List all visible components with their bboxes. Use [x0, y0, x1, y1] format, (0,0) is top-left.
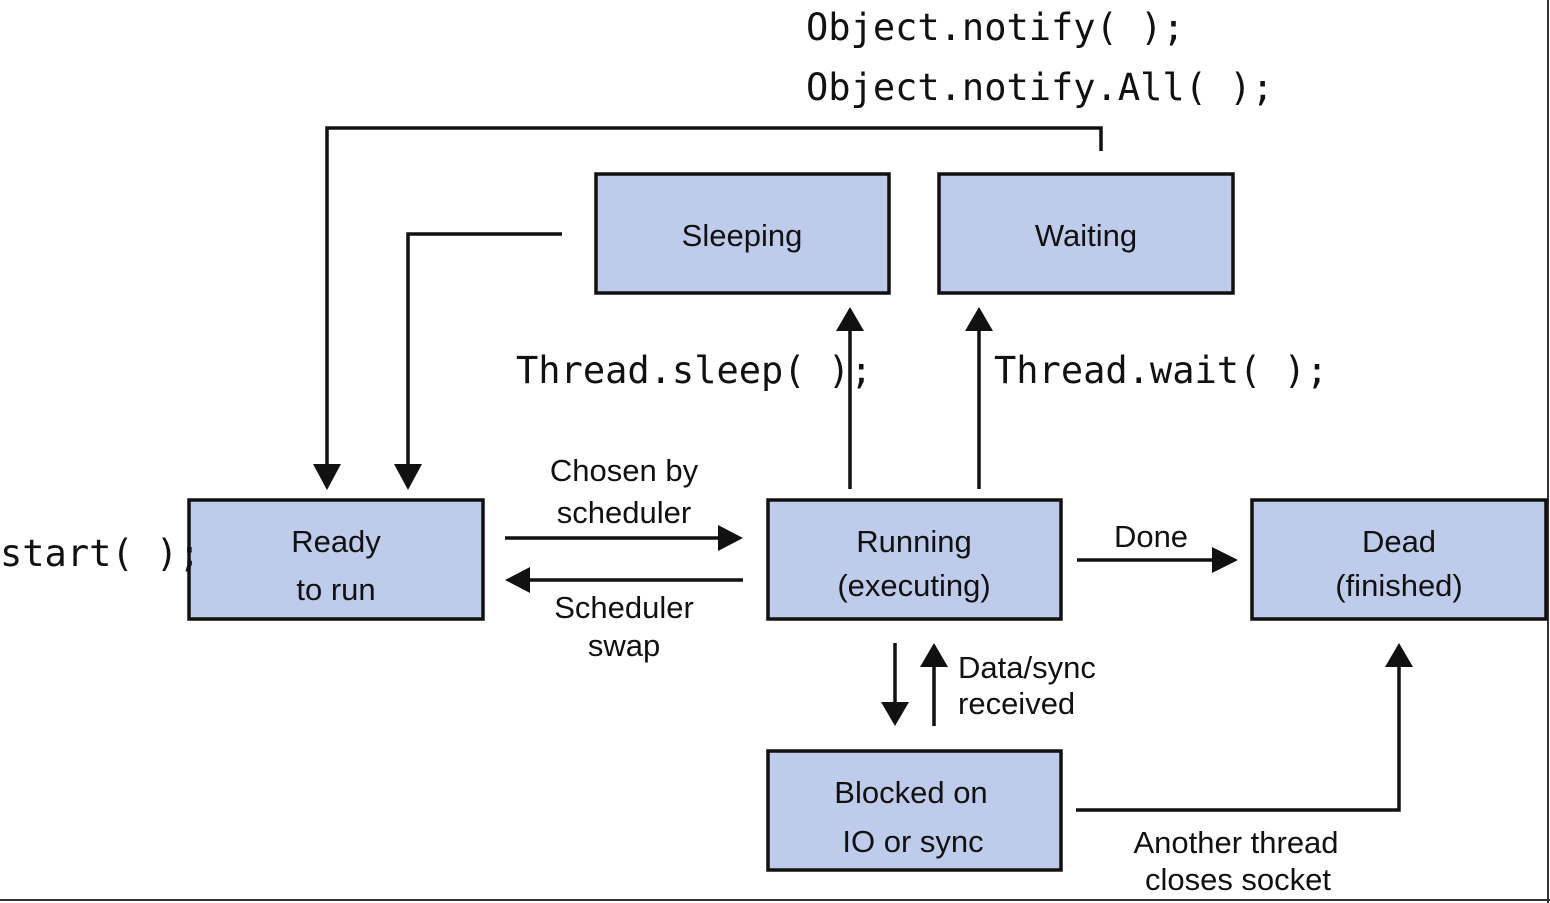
state-ready-label-line2: to run	[296, 572, 375, 607]
state-dead-label-line2: (finished)	[1335, 568, 1463, 603]
label-done: Done	[1114, 519, 1188, 554]
label-notify: Object.notify( );	[806, 6, 1185, 49]
arrowhead-chosen	[718, 525, 743, 551]
arrowhead-sleep	[836, 307, 864, 331]
state-waiting-label: Waiting	[1035, 218, 1137, 253]
edge-ready-to-running	[505, 525, 743, 551]
label-start: start( );	[0, 532, 200, 575]
state-waiting: Waiting	[937, 172, 1235, 295]
state-dead: Dead (finished)	[1250, 498, 1548, 621]
state-ready-label-line1: Ready	[291, 524, 381, 559]
label-swap-line1: Scheduler	[554, 590, 694, 625]
label-thread-wait: Thread.wait( );	[994, 349, 1328, 392]
arrowhead-socket-closed	[1385, 643, 1413, 667]
state-blocked-label-line2: IO or sync	[842, 824, 983, 859]
label-chosen-line2: scheduler	[557, 495, 691, 530]
arrowhead-swap	[505, 567, 530, 593]
edge-running-to-blocked	[881, 643, 909, 726]
edge-running-to-ready	[505, 567, 743, 593]
arrowhead-blocked-up	[920, 643, 948, 667]
arrowhead-notify	[313, 464, 341, 490]
edge-sleeping-to-ready	[394, 232, 562, 490]
state-running-label-line1: Running	[856, 524, 971, 559]
label-data-sync-line2: received	[958, 686, 1075, 721]
state-sleeping-label: Sleeping	[682, 218, 803, 253]
edge-blocked-to-dead	[1076, 643, 1413, 812]
state-sleeping: Sleeping	[594, 172, 891, 295]
label-another-thread-line1: Another thread	[1133, 825, 1338, 860]
label-thread-sleep: Thread.sleep( );	[516, 349, 872, 392]
arrowhead-wait	[965, 307, 993, 331]
edge-running-to-sleeping	[836, 307, 864, 489]
arrowhead-sleep-return	[394, 464, 422, 490]
state-dead-label-line1: Dead	[1362, 524, 1436, 559]
label-swap-line2: swap	[588, 628, 660, 663]
state-blocked: Blocked on IO or sync	[766, 749, 1063, 872]
label-chosen-line1: Chosen by	[550, 453, 699, 488]
arrowhead-done	[1212, 547, 1238, 573]
state-ready: Ready to run	[187, 498, 485, 621]
state-running: Running (executing)	[766, 498, 1063, 621]
state-blocked-label-line1: Blocked on	[834, 775, 987, 810]
label-data-sync-line1: Data/sync	[958, 650, 1096, 685]
edge-blocked-to-running	[920, 643, 948, 726]
edge-running-to-waiting	[965, 307, 993, 489]
edge-running-to-dead	[1077, 547, 1238, 573]
edge-waiting-to-ready	[313, 126, 1103, 490]
state-running-label-line2: (executing)	[837, 568, 990, 603]
label-notify-all: Object.notify.All( );	[806, 66, 1274, 109]
label-another-thread-line2: closes socket	[1145, 862, 1331, 897]
arrowhead-blocked-down	[881, 702, 909, 726]
